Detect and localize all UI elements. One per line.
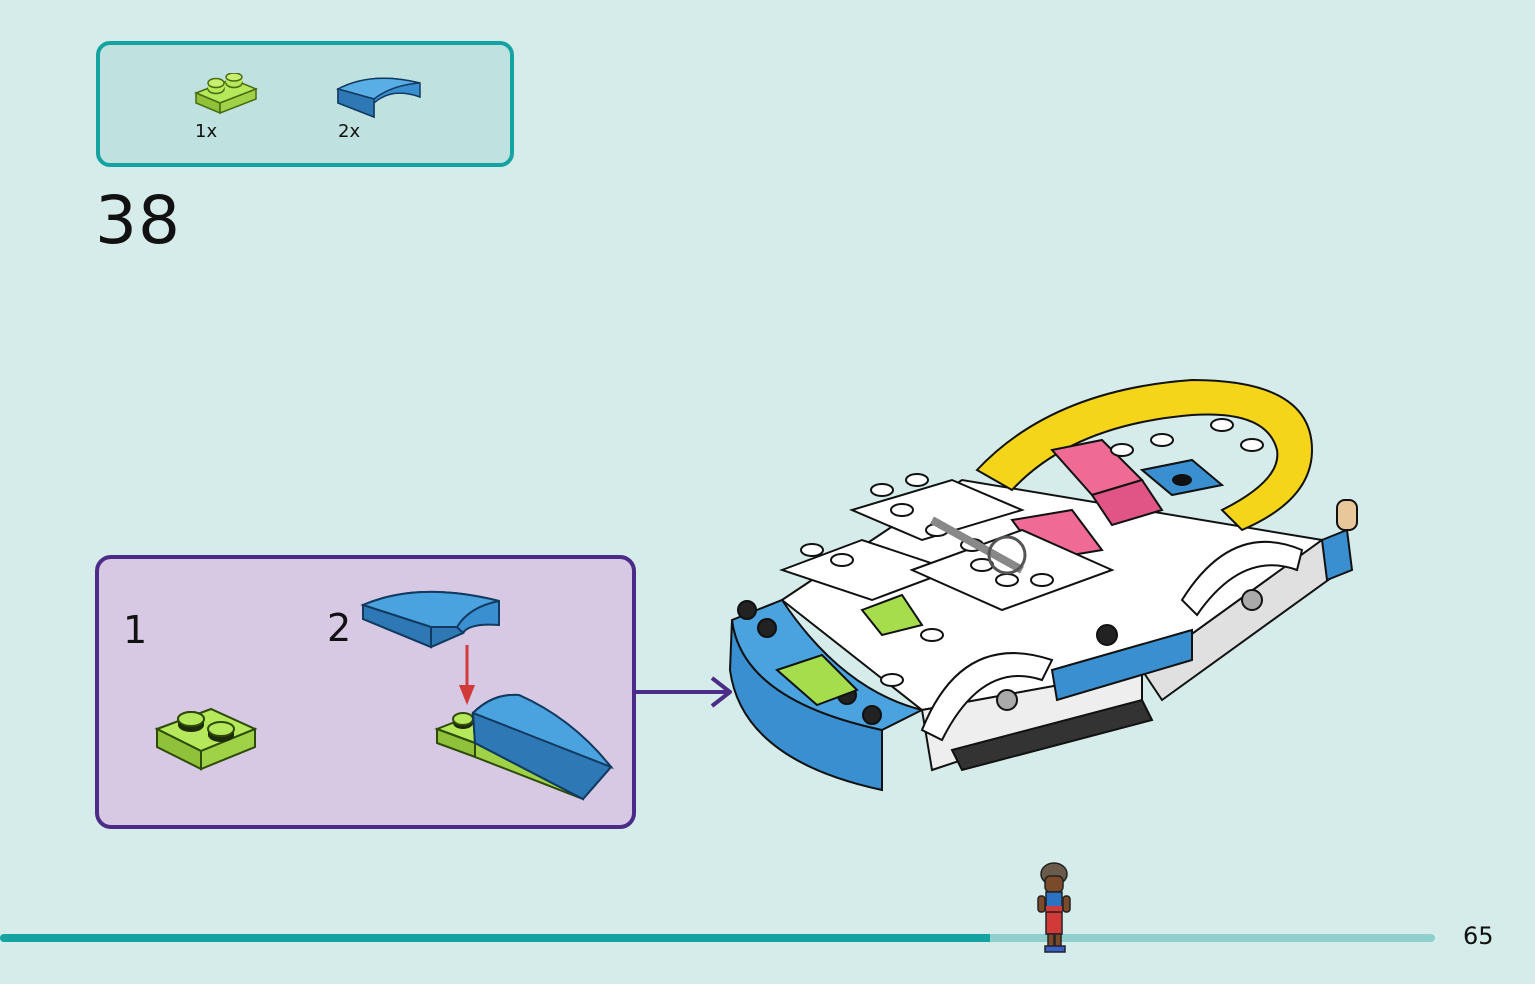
sub-assembly-box: 1 2: [95, 555, 636, 829]
parts-list-box: 1x 2x: [96, 41, 514, 167]
substep-number-1: 1: [123, 608, 148, 652]
step-number: 38: [95, 182, 181, 259]
part-qty-plate: 1x: [195, 121, 218, 142]
substep-number-2: 2: [327, 606, 352, 650]
blue-curved-slope-icon: [359, 583, 505, 657]
assembled-slope-on-plate-icon: [433, 687, 617, 811]
lime-green-plate-1x2-icon: [153, 699, 263, 779]
progress-fill: [0, 934, 991, 942]
callout-arrow-icon: [634, 672, 738, 716]
minifigure-progress-marker-icon: [1030, 862, 1080, 958]
page-number: 65: [1463, 922, 1494, 950]
placement-arrow-icon: [457, 645, 477, 713]
part-qty-slope: 2x: [338, 121, 361, 142]
car-model-illustration: [722, 370, 1372, 814]
blue-curved-slope-icon: [332, 71, 426, 125]
lime-green-plate-1x2-icon: [192, 72, 262, 121]
